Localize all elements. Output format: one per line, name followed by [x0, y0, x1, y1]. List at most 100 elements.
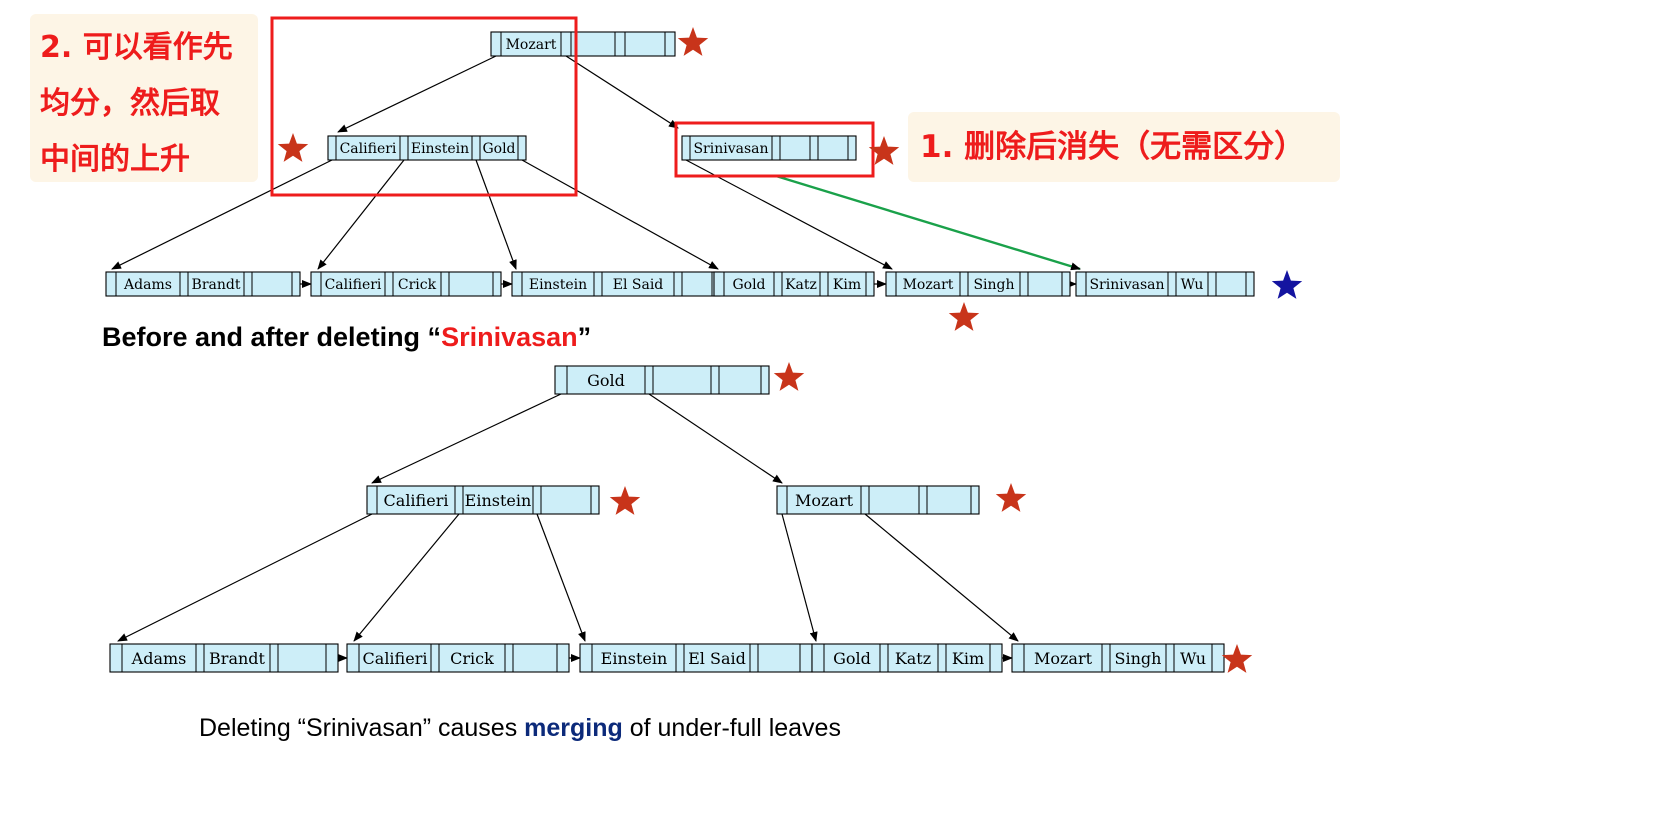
star-icon — [677, 27, 709, 56]
bottom-leaf-node-2-box — [346, 643, 570, 673]
node-key: Gold — [587, 371, 625, 390]
node-key: Einstein — [465, 491, 532, 510]
top-root-edge-2 — [565, 55, 679, 129]
top-leaf-node-2-box — [310, 271, 502, 297]
top-root-node: Mozart — [490, 31, 676, 57]
node-key: Califieri — [340, 141, 397, 157]
node-key: Wu — [1181, 277, 1204, 293]
deleted-pointer-green-line — [775, 174, 1081, 271]
top-leaf-node-6-box — [1075, 271, 1255, 297]
bottom-internal-node-left-box — [366, 485, 600, 515]
node-key: Califieri — [363, 649, 428, 668]
node-key: Califieri — [384, 491, 449, 510]
left-note-line-1: 2. 可以看作先 — [40, 30, 233, 65]
left-note-line-2: 均分，然后取 — [40, 86, 220, 121]
bottom-root-edge-2 — [648, 393, 783, 484]
node-key: Srinivasan — [693, 141, 768, 157]
bottom-leaf-node-4: Gold Katz Kim — [811, 643, 1003, 673]
bottom-leaf-node-3: Einstein El Said — [579, 643, 813, 673]
star-icon — [995, 483, 1027, 512]
bottom-internal-edge-2 — [353, 513, 460, 642]
bottom-internal-node-right-box — [776, 485, 980, 515]
star-icon — [277, 133, 309, 162]
node-key: Gold — [732, 277, 765, 293]
node-key: Brandt — [209, 649, 265, 668]
top-leaf-node-6: Srinivasan Wu — [1075, 271, 1255, 297]
node-key: Mozart — [795, 491, 854, 510]
top-leaf-node-1-box — [105, 271, 301, 297]
node-key: Mozart — [506, 37, 557, 53]
node-key: El Said — [613, 277, 664, 293]
bottom-leaf-node-1: Adams Brandt — [109, 643, 339, 673]
node-key: Califieri — [325, 277, 382, 293]
bottom-leaf-node-1-box — [109, 643, 339, 673]
top-leaf-node-4-box — [713, 271, 875, 297]
top-internal-edge-1 — [111, 159, 333, 270]
top-leaf-node-5-box — [885, 271, 1071, 297]
highlight-box-left — [270, 16, 578, 197]
bottom-internal-edge-1 — [117, 513, 373, 642]
node-key: Einstein — [529, 277, 587, 293]
node-key: Srinivasan — [1089, 277, 1164, 293]
top-leaf-node-1: Adams Brandt — [105, 271, 301, 297]
node-key: Adams — [131, 649, 187, 668]
node-key: Wu — [1180, 649, 1206, 668]
merge-caption-suffix: of under-full leaves — [622, 714, 841, 742]
top-internal-edge-2 — [317, 159, 405, 270]
right-annotation-note: 1. 删除后消失（无需区分） — [908, 112, 1340, 182]
top-internal-node-right: Srinivasan — [681, 135, 857, 161]
top-internal-edge-3 — [475, 159, 517, 270]
top-internal-edge-4 — [521, 159, 719, 270]
node-key: Crick — [450, 649, 494, 668]
node-key: Adams — [123, 277, 172, 293]
before-after-key: Srinivasan — [441, 322, 578, 352]
node-key: Einstein — [411, 141, 469, 157]
star-icon — [868, 136, 900, 165]
bottom-leaf-node-2: Califieri Crick — [346, 643, 570, 673]
node-key: Mozart — [1034, 649, 1093, 668]
merge-caption: Deleting “Srinivasan” causes merging of … — [199, 714, 841, 743]
node-key: Singh — [973, 277, 1014, 293]
node-key: Einstein — [601, 649, 668, 668]
star-icon — [609, 486, 641, 515]
left-note-line-3: 中间的上升 — [40, 142, 190, 177]
star-icon — [1221, 644, 1253, 673]
top-internal-edge-5 — [685, 159, 893, 270]
top-root-node-box — [490, 31, 676, 57]
merge-caption-emphasis: merging — [524, 714, 623, 742]
top-leaf-node-5: Mozart Singh — [885, 271, 1071, 297]
merge-caption-prefix: Deleting “Srinivasan” causes — [199, 714, 525, 742]
bottom-leaf-node-3-box — [579, 643, 813, 673]
bottom-internal-node-right: Mozart — [776, 485, 980, 515]
node-key: Kim — [952, 649, 984, 668]
node-key: Katz — [895, 649, 931, 668]
top-leaf-node-3-box — [511, 271, 721, 297]
before-after-heading: Before and after deleting “Srinivasan” — [102, 322, 591, 353]
node-key: Singh — [1115, 649, 1162, 668]
top-leaf-node-3: Einstein El Said — [511, 271, 721, 297]
bottom-internal-edge-4 — [781, 513, 818, 642]
node-key: Brandt — [192, 277, 241, 293]
bottom-root-node-box — [554, 365, 770, 395]
before-after-prefix: Before and after deleting “ — [102, 322, 442, 352]
node-key: Gold — [833, 649, 871, 668]
star-icon — [1271, 270, 1303, 299]
star-icon — [773, 362, 805, 391]
node-key: El Said — [688, 649, 746, 668]
bottom-root-node: Gold — [554, 365, 770, 395]
bottom-leaf-node-4-box — [811, 643, 1003, 673]
node-key: Mozart — [903, 277, 954, 293]
bottom-internal-edge-5 — [864, 513, 1019, 642]
top-root-edge-1 — [337, 55, 497, 133]
bottom-root-edge-1 — [371, 393, 562, 484]
node-key: Katz — [785, 277, 817, 293]
top-internal-node-right-box — [681, 135, 857, 161]
star-icon — [948, 302, 980, 331]
bottom-leaf-node-5: Mozart Singh Wu — [1011, 643, 1225, 673]
bottom-internal-edge-3 — [536, 513, 586, 642]
before-after-suffix: ” — [577, 322, 592, 352]
